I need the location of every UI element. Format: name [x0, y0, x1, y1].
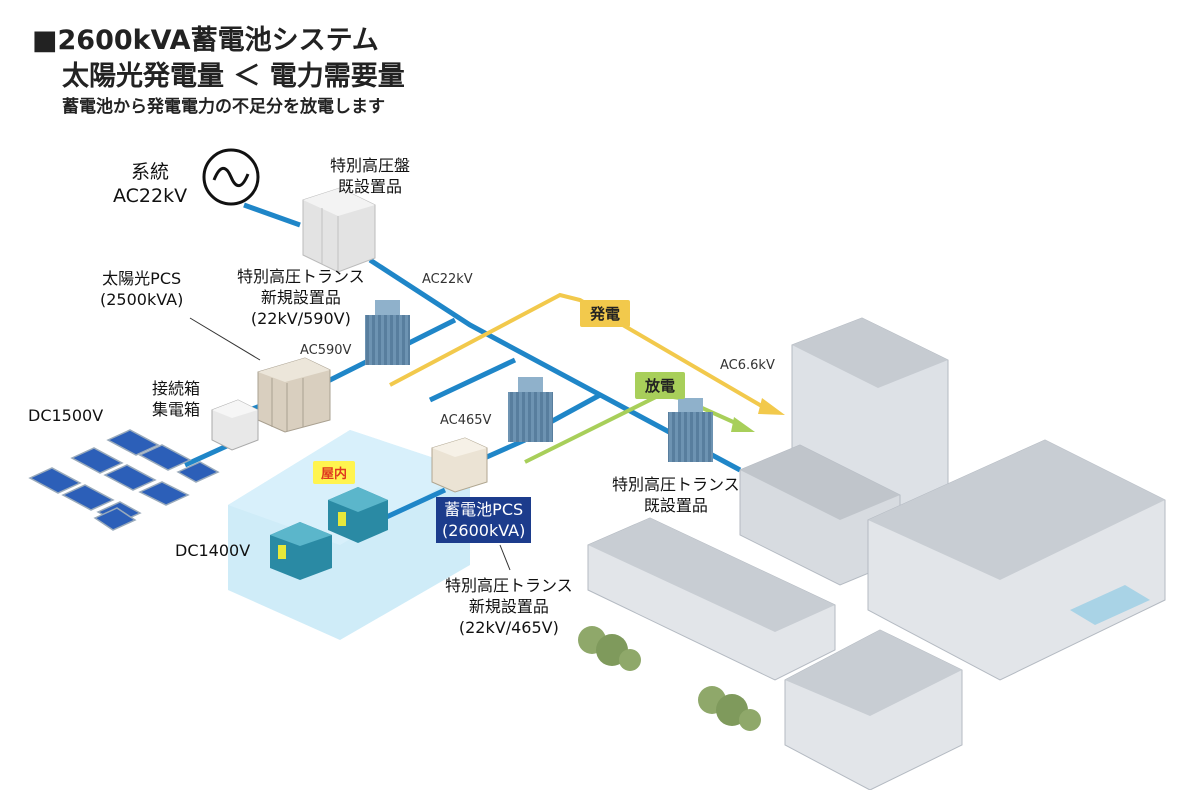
title-line-3: 蓄電池から発電電力の不足分を放電します	[62, 97, 385, 117]
hv-trans-new1-label: 特別高圧トランス 新規設置品 (22kV/590V)	[237, 266, 365, 329]
transformer-new-2-icon	[508, 377, 553, 442]
sine-wave-icon	[202, 148, 260, 206]
ac590-label: AC590V	[300, 343, 352, 358]
generation-arrow	[389, 292, 785, 415]
line-grid-to-panel	[243, 202, 301, 228]
title-line-2: 太陽光発電量 ＜ 電力需要量	[62, 61, 405, 92]
hv-panel-icon	[302, 187, 376, 273]
battery-units-icon	[270, 487, 388, 580]
line-branch-a	[428, 357, 517, 403]
solar-pcs-label: 太陽光PCS (2500kVA)	[100, 268, 183, 310]
battery-pcs-icon	[431, 437, 488, 493]
hv-trans-new1-line-3: (22kV/590V)	[250, 309, 351, 328]
hv-panel-label: 特別高圧盤 既設置品	[330, 155, 410, 197]
hv-trans-exist-line-1: 特別高圧トランス	[612, 475, 740, 494]
ac465-label: AC465V	[440, 413, 492, 428]
junction-box-icon	[211, 399, 259, 451]
solar-pcs-label-line-1: 太陽光PCS	[102, 269, 182, 288]
discharge-tag: 放電	[635, 372, 686, 399]
battery-pcs-label-line-1: 蓄電池PCS	[444, 500, 524, 519]
battery-pcs-label: 蓄電池PCS (2600kVA)	[436, 497, 532, 543]
battery-pcs-label-line-2: (2600kVA)	[442, 521, 526, 540]
junction-label: 接続箱 集電箱	[152, 378, 200, 420]
indoor-tag: 屋内	[313, 461, 356, 484]
hv-trans-new1-line-2: 新規設置品	[260, 288, 341, 307]
junction-label-line-1: 接続箱	[152, 379, 201, 398]
grid-label: 系統 AC22kV	[113, 160, 187, 208]
hv-trans-new2-line-1: 特別高圧トランス	[445, 576, 573, 595]
dc1400-label: DC1400V	[175, 541, 251, 560]
title-line-1: ■2600kVA蓄電池システム	[32, 25, 379, 56]
discharge-arrow	[524, 392, 755, 464]
line-to-trans1	[403, 317, 457, 348]
line-bpcs-to-battery	[378, 487, 447, 523]
line-ac22-main	[368, 257, 742, 473]
hv-trans-new2-line-2: 新規設置品	[468, 597, 549, 616]
solar-pcs-icon	[257, 357, 331, 433]
grid-label-line-2: AC22kV	[113, 185, 188, 207]
junction-label-line-2: 集電箱	[152, 400, 201, 419]
buildings-icon	[578, 317, 1166, 790]
transformer-existing-icon	[668, 398, 713, 462]
hv-panel-label-line-2: 既設置品	[338, 177, 403, 196]
solar-pcs-label-line-2: (2500kVA)	[100, 290, 184, 309]
line-branch-b	[543, 392, 602, 428]
hv-trans-new1-line-1: 特別高圧トランス	[237, 267, 365, 286]
ac66-label: AC6.6kV	[720, 358, 775, 373]
ac22-label: AC22kV	[422, 272, 473, 287]
hv-trans-new2-label: 特別高圧トランス 新規設置品 (22kV/465V)	[445, 575, 573, 638]
hv-panel-label-line-1: 特別高圧盤	[330, 156, 411, 175]
leader-lines	[189, 317, 511, 571]
hv-trans-exist-label: 特別高圧トランス 既設置品	[612, 474, 740, 516]
hv-trans-new2-line-3: (22kV/465V)	[458, 618, 559, 637]
grid-label-line-1: 系統	[131, 161, 170, 183]
transformer-new-1-icon	[365, 300, 410, 365]
dc1500-label: DC1500V	[28, 406, 104, 425]
generation-tag: 発電	[580, 300, 631, 327]
solar-panels-icon	[28, 429, 220, 531]
hv-trans-exist-line-2: 既設置品	[643, 496, 708, 515]
